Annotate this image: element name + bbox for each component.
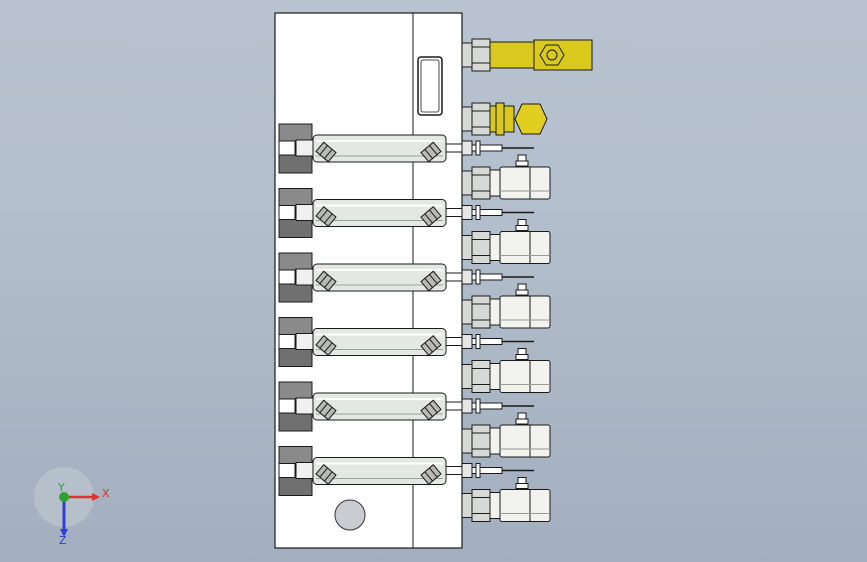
needle-valve-6[interactable] xyxy=(445,463,534,478)
brass-check-valve[interactable] xyxy=(489,102,548,136)
tube-end-fitting-6-2 xyxy=(420,464,442,485)
flow-tube-2[interactable] xyxy=(312,199,447,227)
ball-valve-2[interactable] xyxy=(489,219,551,264)
tube-end-fitting-5-1 xyxy=(315,399,337,421)
outlet-fitting-3[interactable] xyxy=(461,295,491,329)
coordinate-triad: X Y Z xyxy=(34,467,110,547)
tube-end-fitting-2-1 xyxy=(315,206,337,227)
flowmeter-row-6[interactable] xyxy=(278,446,551,522)
panel-mounting-hole[interactable] xyxy=(334,499,366,531)
left-bracket-2 xyxy=(278,188,314,238)
tube-end-fitting-1-1 xyxy=(315,141,337,163)
tube-end-fitting-2-2 xyxy=(420,206,442,227)
outlet-fitting-1[interactable] xyxy=(461,166,491,200)
left-bracket-5 xyxy=(278,381,314,432)
tube-end-fitting-3-1 xyxy=(315,270,337,292)
ball-valve-6[interactable] xyxy=(489,477,551,522)
ball-valve-3[interactable] xyxy=(489,283,551,329)
axis-x-label: X xyxy=(102,487,110,500)
tube-end-fitting-6-1 xyxy=(315,464,337,485)
flow-tube-5[interactable] xyxy=(312,392,447,421)
needle-valve-5[interactable] xyxy=(445,398,534,414)
left-bracket-6 xyxy=(278,446,314,496)
flow-tube-1[interactable] xyxy=(312,134,447,163)
flowmeter-row-5[interactable] xyxy=(278,381,551,458)
needle-valve-3[interactable] xyxy=(445,269,534,285)
top-fitting-1[interactable] xyxy=(461,38,491,72)
tube-end-fitting-4-1 xyxy=(315,335,337,356)
flowmeter-row-4[interactable] xyxy=(278,317,551,393)
axis-y-label: Y xyxy=(57,481,65,494)
axis-z-label: Z xyxy=(59,534,67,547)
left-bracket-4 xyxy=(278,317,314,367)
tube-end-fitting-1-2 xyxy=(420,141,442,163)
top-fitting-2[interactable] xyxy=(461,102,491,136)
needle-valve-4[interactable] xyxy=(445,334,534,349)
flow-tube-3[interactable] xyxy=(312,263,447,292)
needle-valve-1[interactable] xyxy=(445,140,534,156)
outlet-fitting-5[interactable] xyxy=(461,424,491,458)
outlet-fitting-4[interactable] xyxy=(461,360,491,393)
left-bracket-1 xyxy=(278,123,314,174)
needle-valve-2[interactable] xyxy=(445,205,534,220)
ball-valve-4[interactable] xyxy=(489,348,551,393)
ball-valve-5[interactable] xyxy=(489,412,551,458)
tube-end-fitting-3-2 xyxy=(420,270,442,292)
outlet-fitting-2[interactable] xyxy=(461,231,491,264)
flowmeter-row-2[interactable] xyxy=(278,188,551,264)
brass-ball-valve[interactable] xyxy=(489,39,593,71)
flow-tube-6[interactable] xyxy=(312,457,447,485)
flowmeter-row-3[interactable] xyxy=(278,252,551,329)
outlet-fitting-6[interactable] xyxy=(461,489,491,522)
flowmeter-row-1[interactable] xyxy=(278,123,551,200)
flowmeter-rows xyxy=(278,123,551,522)
tube-end-fitting-4-2 xyxy=(420,335,442,356)
gauge-window[interactable] xyxy=(417,56,443,116)
ball-valve-1[interactable] xyxy=(489,154,551,200)
left-bracket-3 xyxy=(278,252,314,303)
tube-end-fitting-5-2 xyxy=(420,399,442,421)
